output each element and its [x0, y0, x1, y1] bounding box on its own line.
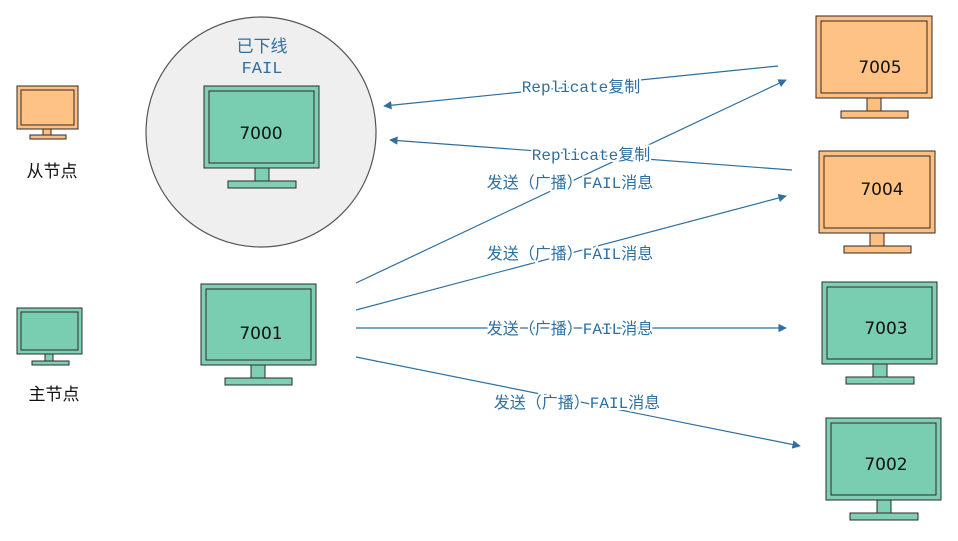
replicate-arrow-mid	[389, 136, 793, 171]
node-7000-monitor	[203, 85, 320, 189]
broadcast-label-7004: 发送（广播）FAIL消息	[487, 245, 653, 264]
node-7005-monitor	[815, 15, 933, 119]
broadcast-label-7005: 发送（广播）FAIL消息	[487, 174, 653, 193]
legend-slave-monitor-icon	[16, 85, 79, 140]
broadcast-arrow-7002	[355, 356, 801, 449]
node-7002-label: 7002	[864, 455, 907, 475]
legend-master-monitor-icon	[16, 307, 83, 366]
arrows	[355, 65, 801, 449]
offline-fail-text: FAIL	[242, 60, 283, 79]
node-7004-monitor	[818, 150, 936, 254]
node-7003-label: 7003	[864, 319, 907, 339]
broadcast-arrow-7004	[355, 193, 787, 311]
replicate-arrow-top	[383, 65, 779, 110]
replicate-label-top: Replicate复制	[522, 78, 640, 97]
node-7002-monitor	[825, 417, 942, 521]
legend-slave-label: 从节点	[27, 162, 78, 182]
node-7003-monitor	[821, 281, 938, 385]
node-7001-label: 7001	[239, 324, 282, 344]
node-7005-label: 7005	[858, 58, 901, 78]
broadcast-arrow-7005	[355, 79, 787, 284]
legend-master-label: 主节点	[29, 385, 80, 405]
offline-status-text: 已下线	[237, 37, 288, 57]
node-7001-monitor	[200, 283, 317, 386]
broadcast-label-7003: 发送（广播）FAIL消息	[487, 320, 653, 339]
replicate-label-mid: Replicate复制	[532, 146, 650, 165]
node-7000-label: 7000	[239, 124, 282, 144]
node-7004-label: 7004	[860, 180, 903, 200]
broadcast-label-7002: 发送（广播）FAIL消息	[494, 394, 660, 413]
